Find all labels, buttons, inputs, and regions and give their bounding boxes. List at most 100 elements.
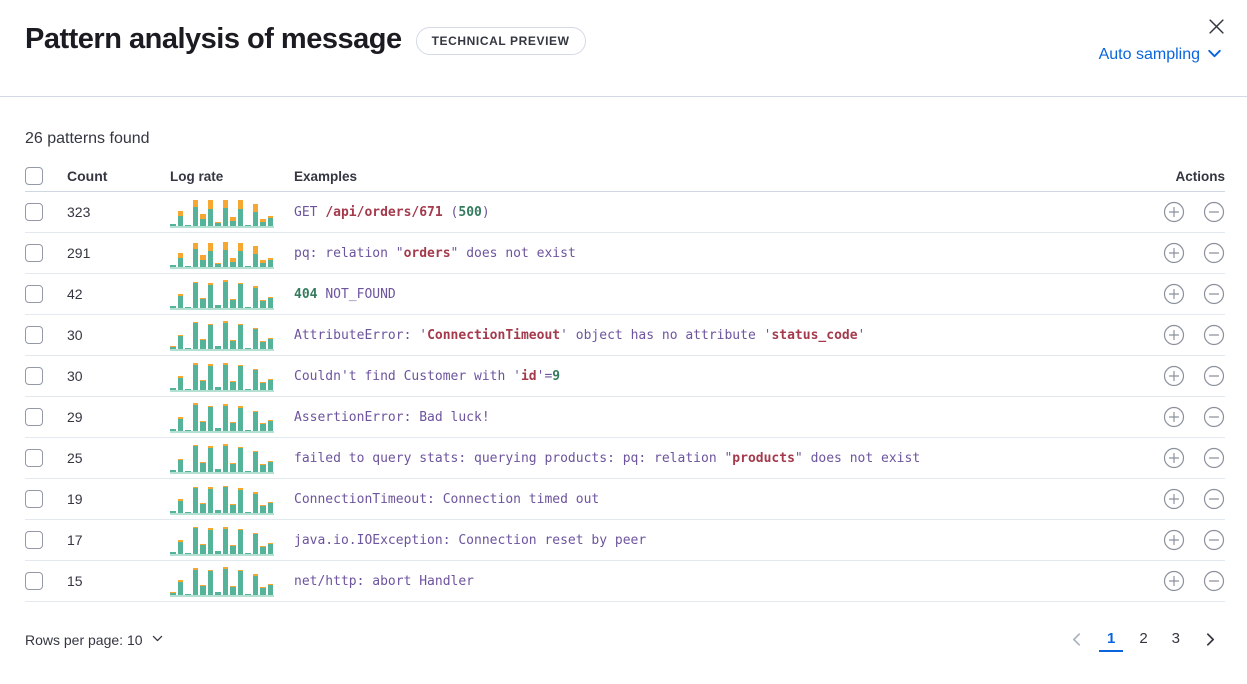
filter-in-button[interactable] [1163,283,1185,305]
filter-out-button[interactable] [1203,324,1225,346]
table-row: 29 AssertionError: Bad luck! [25,397,1225,438]
table-row: 291 pq: relation "orders" does not exist [25,233,1225,274]
table-header-row: Count Log rate Examples Actions [25,161,1225,192]
column-header-log-rate: Log rate [170,168,224,184]
filter-in-button[interactable] [1163,201,1185,223]
filter-out-button[interactable] [1203,447,1225,469]
row-count: 42 [67,286,83,302]
row-checkbox[interactable] [25,572,43,590]
row-checkbox[interactable] [25,490,43,508]
plus-in-circle-icon [1163,201,1185,226]
filter-out-button[interactable] [1203,201,1225,223]
filter-out-button[interactable] [1203,283,1225,305]
row-checkbox[interactable] [25,408,43,426]
plus-in-circle-icon [1163,447,1185,472]
filter-in-button[interactable] [1163,447,1185,469]
minus-in-circle-icon [1203,488,1225,513]
previous-page-button[interactable] [1062,629,1091,650]
log-rate-chart [170,237,274,269]
row-checkbox[interactable] [25,367,43,385]
select-all-checkbox[interactable] [25,167,43,185]
flyout-header: Pattern analysis of message TECHNICAL PR… [0,0,1247,97]
example-text: Couldn't find Customer with 'id'=9 [294,368,561,384]
column-header-count: Count [67,168,108,184]
minus-in-circle-icon [1203,570,1225,595]
row-count: 15 [67,573,83,589]
minus-in-circle-icon [1203,529,1225,554]
row-checkbox[interactable] [25,449,43,467]
close-button[interactable] [1204,14,1229,39]
log-rate-chart [170,278,274,310]
row-count: 19 [67,491,83,507]
table-row: 30 AttributeError: 'ConnectionTimeout' o… [25,315,1225,356]
minus-in-circle-icon [1203,365,1225,390]
chevron-down-icon [151,632,164,648]
next-page-button[interactable] [1196,629,1225,650]
row-count: 17 [67,532,83,548]
filter-in-button[interactable] [1163,324,1185,346]
plus-in-circle-icon [1163,406,1185,431]
log-rate-chart [170,319,274,351]
filter-in-button[interactable] [1163,529,1185,551]
example-text: GET /api/orders/671 (500) [294,204,490,220]
chevron-left-icon [1068,633,1085,651]
filter-out-button[interactable] [1203,406,1225,428]
flyout-content: 26 patterns found Count Log rate Example… [0,130,1247,602]
pagination: 1 2 3 [1062,627,1225,652]
filter-out-button[interactable] [1203,365,1225,387]
column-header-examples: Examples [294,168,358,184]
log-rate-chart [170,483,274,515]
example-text: pq: relation "orders" does not exist [294,245,576,261]
row-checkbox[interactable] [25,203,43,221]
minus-in-circle-icon [1203,283,1225,308]
example-text: failed to query stats: querying products… [294,450,921,466]
row-count: 29 [67,409,83,425]
table-footer: Rows per page: 10 1 2 3 [0,627,1247,652]
plus-in-circle-icon [1163,570,1185,595]
minus-in-circle-icon [1203,242,1225,267]
minus-in-circle-icon [1203,324,1225,349]
example-text: AttributeError: 'ConnectionTimeout' obje… [294,327,866,343]
example-text: ConnectionTimeout: Connection timed out [294,491,600,507]
page-button-3[interactable]: 3 [1164,627,1188,652]
filter-out-button[interactable] [1203,242,1225,264]
table-row: 15 net/http: abort Handler [25,561,1225,602]
log-rate-chart [170,565,274,597]
chevron-right-icon [1202,633,1219,651]
row-checkbox[interactable] [25,326,43,344]
filter-out-button[interactable] [1203,570,1225,592]
example-text: AssertionError: Bad luck! [294,409,490,425]
rows-per-page-dropdown[interactable]: Rows per page: 10 [25,632,164,648]
log-rate-chart [170,360,274,392]
row-count: 30 [67,368,83,384]
filter-out-button[interactable] [1203,488,1225,510]
plus-in-circle-icon [1163,242,1185,267]
filter-in-button[interactable] [1163,242,1185,264]
row-checkbox[interactable] [25,285,43,303]
sampling-dropdown[interactable]: Auto sampling [1099,43,1223,67]
filter-in-button[interactable] [1163,488,1185,510]
plus-in-circle-icon [1163,365,1185,390]
row-count: 25 [67,450,83,466]
filter-in-button[interactable] [1163,365,1185,387]
plus-in-circle-icon [1163,488,1185,513]
log-rate-chart [170,196,274,228]
page-button-1[interactable]: 1 [1098,627,1124,652]
chevron-down-icon [1206,43,1223,67]
sampling-label: Auto sampling [1098,46,1200,63]
row-checkbox[interactable] [25,531,43,549]
filter-in-button[interactable] [1163,570,1185,592]
table-row: 323 GET /api/orders/671 (500) [25,192,1225,233]
filter-out-button[interactable] [1203,529,1225,551]
close-icon [1208,18,1225,35]
row-checkbox[interactable] [25,244,43,262]
table-row: 19 ConnectionTimeout: Connection timed o… [25,479,1225,520]
page-button-2[interactable]: 2 [1131,627,1155,652]
technical-preview-badge: TECHNICAL PREVIEW [415,27,586,56]
table-row: 25 failed to query stats: querying produ… [25,438,1225,479]
patterns-found-summary: 26 patterns found [25,130,150,147]
filter-in-button[interactable] [1163,406,1185,428]
rows-per-page-label: Rows per page: 10 [25,631,143,648]
example-text: java.io.IOException: Connection reset by… [294,532,647,548]
log-rate-chart [170,442,274,474]
